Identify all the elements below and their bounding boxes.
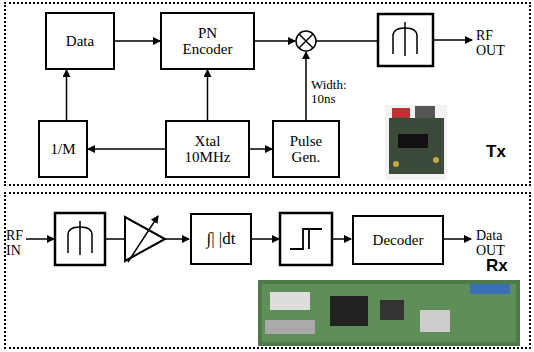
mixer-symbol: [296, 31, 316, 51]
signal-wire: [433, 39, 472, 41]
signal-label: Width: 10ns: [311, 78, 347, 107]
port-label: RF IN: [6, 228, 23, 259]
signal-wire: [165, 238, 189, 240]
signal-wire: [255, 40, 295, 42]
box-text: Xtal 10MHz: [185, 133, 231, 166]
signal-connector: [88, 148, 165, 150]
signal-wire: [332, 238, 351, 240]
signal-connector: [207, 70, 209, 120]
region-title: Rx: [486, 256, 508, 276]
rx-board-photo: [258, 280, 520, 346]
comparator-symbol: [280, 213, 332, 265]
box-text: ∫| |dt: [207, 230, 236, 249]
box-text: Pulse Gen.: [290, 133, 323, 166]
process-box: Decoder: [352, 215, 444, 265]
filter-symbol: [378, 14, 433, 66]
port-label: RF OUT: [476, 28, 505, 59]
filter-symbol: [55, 213, 105, 265]
box-text: PN Encoder: [183, 25, 233, 58]
box-text: Decoder: [373, 232, 424, 249]
process-box: Data: [45, 12, 115, 70]
oscillator-box: Xtal 10MHz: [165, 120, 250, 178]
rx-region: Rx ∫| |dt Decoder: [4, 192, 531, 349]
box-text: Data: [66, 33, 94, 50]
signal-connector: [115, 40, 160, 42]
region-title: Tx: [486, 142, 506, 162]
signal-connector: [250, 148, 272, 150]
signal-connector: [66, 70, 68, 120]
process-box: PN Encoder: [160, 12, 255, 70]
amplifier-symbol: [125, 216, 165, 262]
signal-wire: [444, 238, 471, 240]
signal-wire: [316, 40, 378, 42]
tx-region: Tx Data PN Encoder 1/M Xtal 10MHz Pulse Gen.: [4, 2, 531, 186]
signal-wire: [105, 238, 125, 240]
process-box: 1/M: [38, 120, 88, 178]
box-text: 1/M: [50, 141, 75, 158]
signal-wire: [252, 238, 279, 240]
pulse-wire: [305, 52, 307, 120]
signal-wire: [26, 238, 54, 240]
process-box: Pulse Gen.: [272, 120, 340, 178]
port-label: Data OUT: [476, 228, 505, 259]
integrator-box: ∫| |dt: [190, 213, 252, 265]
tx-board-photo: [385, 105, 447, 180]
